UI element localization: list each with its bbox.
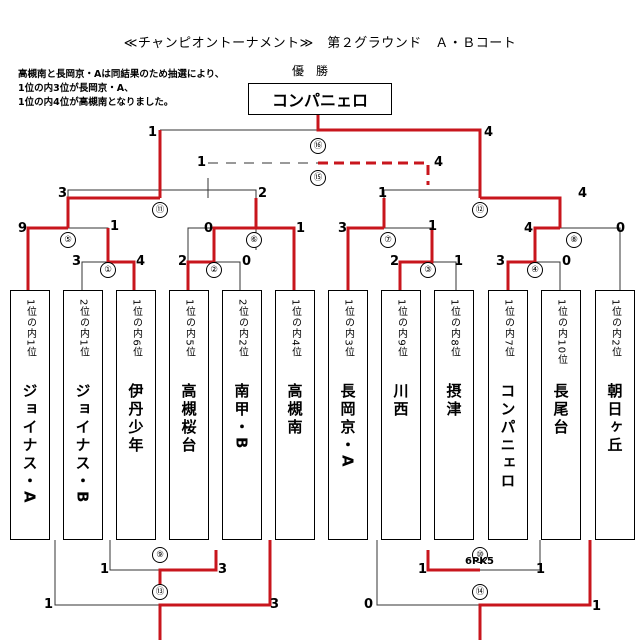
match-number-5: ⑤ xyxy=(60,232,76,248)
match-number-4: ④ xyxy=(527,262,543,278)
match-number-3: ③ xyxy=(420,262,436,278)
score: 1 xyxy=(536,562,546,577)
score: 4 xyxy=(484,125,494,140)
team-rank: 1位の内2位 xyxy=(609,299,621,358)
score: 4 xyxy=(434,155,444,170)
score: 1 xyxy=(592,599,602,614)
team-rank: 2位の内1位 xyxy=(77,299,89,358)
team-rank: 1位の内8位 xyxy=(448,299,460,358)
team-name: 摂津 xyxy=(444,383,463,419)
score: 3 xyxy=(218,562,228,577)
match-number-8: ⑧ xyxy=(566,232,582,248)
score: 4 xyxy=(524,221,534,236)
team-rank: 1位の内9位 xyxy=(395,299,407,358)
team-card: 2位の内2位 南甲・B xyxy=(222,290,262,540)
match-number-12: ⑫ xyxy=(472,202,488,218)
team-name: 高槻南 xyxy=(285,383,304,437)
score: 2 xyxy=(390,254,400,269)
score: 3 xyxy=(58,186,68,201)
score: 1 xyxy=(428,219,438,234)
team-rank: 1位の内3位 xyxy=(342,299,354,358)
team-rank: 2位の内2位 xyxy=(236,299,248,358)
score: 1 xyxy=(378,186,388,201)
score: 0 xyxy=(242,254,252,269)
team-rank: 1位の内7位 xyxy=(502,299,514,358)
team-card: 1位の内10位 長尾台 xyxy=(541,290,581,540)
team-name: ジョイナス・B xyxy=(73,383,92,506)
team-card: 1位の内9位 川西 xyxy=(381,290,421,540)
page-title: ≪チャンピオントーナメント≫ 第２グラウンド Ａ・Ｂコート xyxy=(123,36,517,51)
score: 3 xyxy=(72,254,82,269)
team-name: 川西 xyxy=(391,383,410,419)
match-number-15: ⑮ xyxy=(310,170,326,186)
team-card: 1位の内2位 朝日ヶ丘 xyxy=(595,290,635,540)
score: 1 xyxy=(148,125,158,140)
lottery-note: 高槻南と長岡京・Aは同結果のため抽選により、 1位の内3位が長岡京・A、 1位の… xyxy=(18,68,224,110)
team-rank: 1位の内1位 xyxy=(24,299,36,358)
score: 3 xyxy=(338,221,348,236)
team-name: コンパニェロ xyxy=(498,383,517,491)
note-line: 1位の内3位が長岡京・A、 xyxy=(18,83,134,94)
team-name: 高槻桜台 xyxy=(179,383,198,455)
score: 1 xyxy=(454,254,464,269)
team-name: 朝日ヶ丘 xyxy=(605,383,624,455)
match-number-7: ⑦ xyxy=(380,232,396,248)
team-card: 1位の内1位 ジョイナス・A xyxy=(10,290,50,540)
match-number-1: ① xyxy=(100,262,116,278)
match-number-14: ⑭ xyxy=(472,584,488,600)
match-number-13: ⑬ xyxy=(152,584,168,600)
score: 9 xyxy=(18,221,28,236)
team-card: 1位の内8位 摂津 xyxy=(434,290,474,540)
score: 0 xyxy=(364,597,374,612)
score: 0 xyxy=(204,221,214,236)
score: 1 xyxy=(110,219,120,234)
team-card: 2位の内1位 ジョイナス・B xyxy=(63,290,103,540)
team-rank: 1位の内5位 xyxy=(183,299,195,358)
score: 0 xyxy=(616,221,626,236)
team-name: 長岡京・A xyxy=(338,383,357,470)
score: 4 xyxy=(136,254,146,269)
team-name: 長尾台 xyxy=(551,383,570,437)
match-number-11: ⑪ xyxy=(152,202,168,218)
score: 2 xyxy=(178,254,188,269)
note-line: 高槻南と長岡京・Aは同結果のため抽選により、 xyxy=(18,69,225,80)
champion-box: コンパニェロ xyxy=(248,83,392,115)
match-number-9: ⑨ xyxy=(152,547,168,563)
team-card: 1位の内4位 高槻南 xyxy=(275,290,315,540)
match-number-2: ② xyxy=(206,262,222,278)
score: 4 xyxy=(578,186,588,201)
score: 3 xyxy=(496,254,506,269)
team-card: 1位の内3位 長岡京・A xyxy=(328,290,368,540)
score: 1 xyxy=(418,562,428,577)
score: 1 xyxy=(44,597,54,612)
team-name: 南甲・B xyxy=(232,383,251,452)
team-rank: 1位の内6位 xyxy=(130,299,142,358)
team-name: 伊丹少年 xyxy=(126,383,145,455)
team-rank: 1位の内4位 xyxy=(289,299,301,358)
note-line: 1位の内4位が高槻南となりました。 xyxy=(18,97,174,108)
team-card: 1位の内6位 伊丹少年 xyxy=(116,290,156,540)
score: 0 xyxy=(562,254,572,269)
score: 2 xyxy=(258,186,268,201)
score: 3 xyxy=(270,597,280,612)
team-card: 1位の内7位 コンパニェロ xyxy=(488,290,528,540)
pk-note: 6PK5 xyxy=(465,556,494,567)
team-rank: 1位の内10位 xyxy=(555,299,567,366)
bracket-lines-winners xyxy=(26,115,592,640)
match-number-10: ⑩ xyxy=(472,547,488,563)
team-name: ジョイナス・A xyxy=(20,383,39,506)
champion-label: 優 勝 xyxy=(291,64,328,78)
team-card: 1位の内5位 高槻桜台 xyxy=(169,290,209,540)
score: 1 xyxy=(197,155,207,170)
match-number-16: ⑯ xyxy=(310,138,326,154)
score: 1 xyxy=(296,221,306,236)
match-number-6: ⑥ xyxy=(246,232,262,248)
score: 1 xyxy=(100,562,110,577)
